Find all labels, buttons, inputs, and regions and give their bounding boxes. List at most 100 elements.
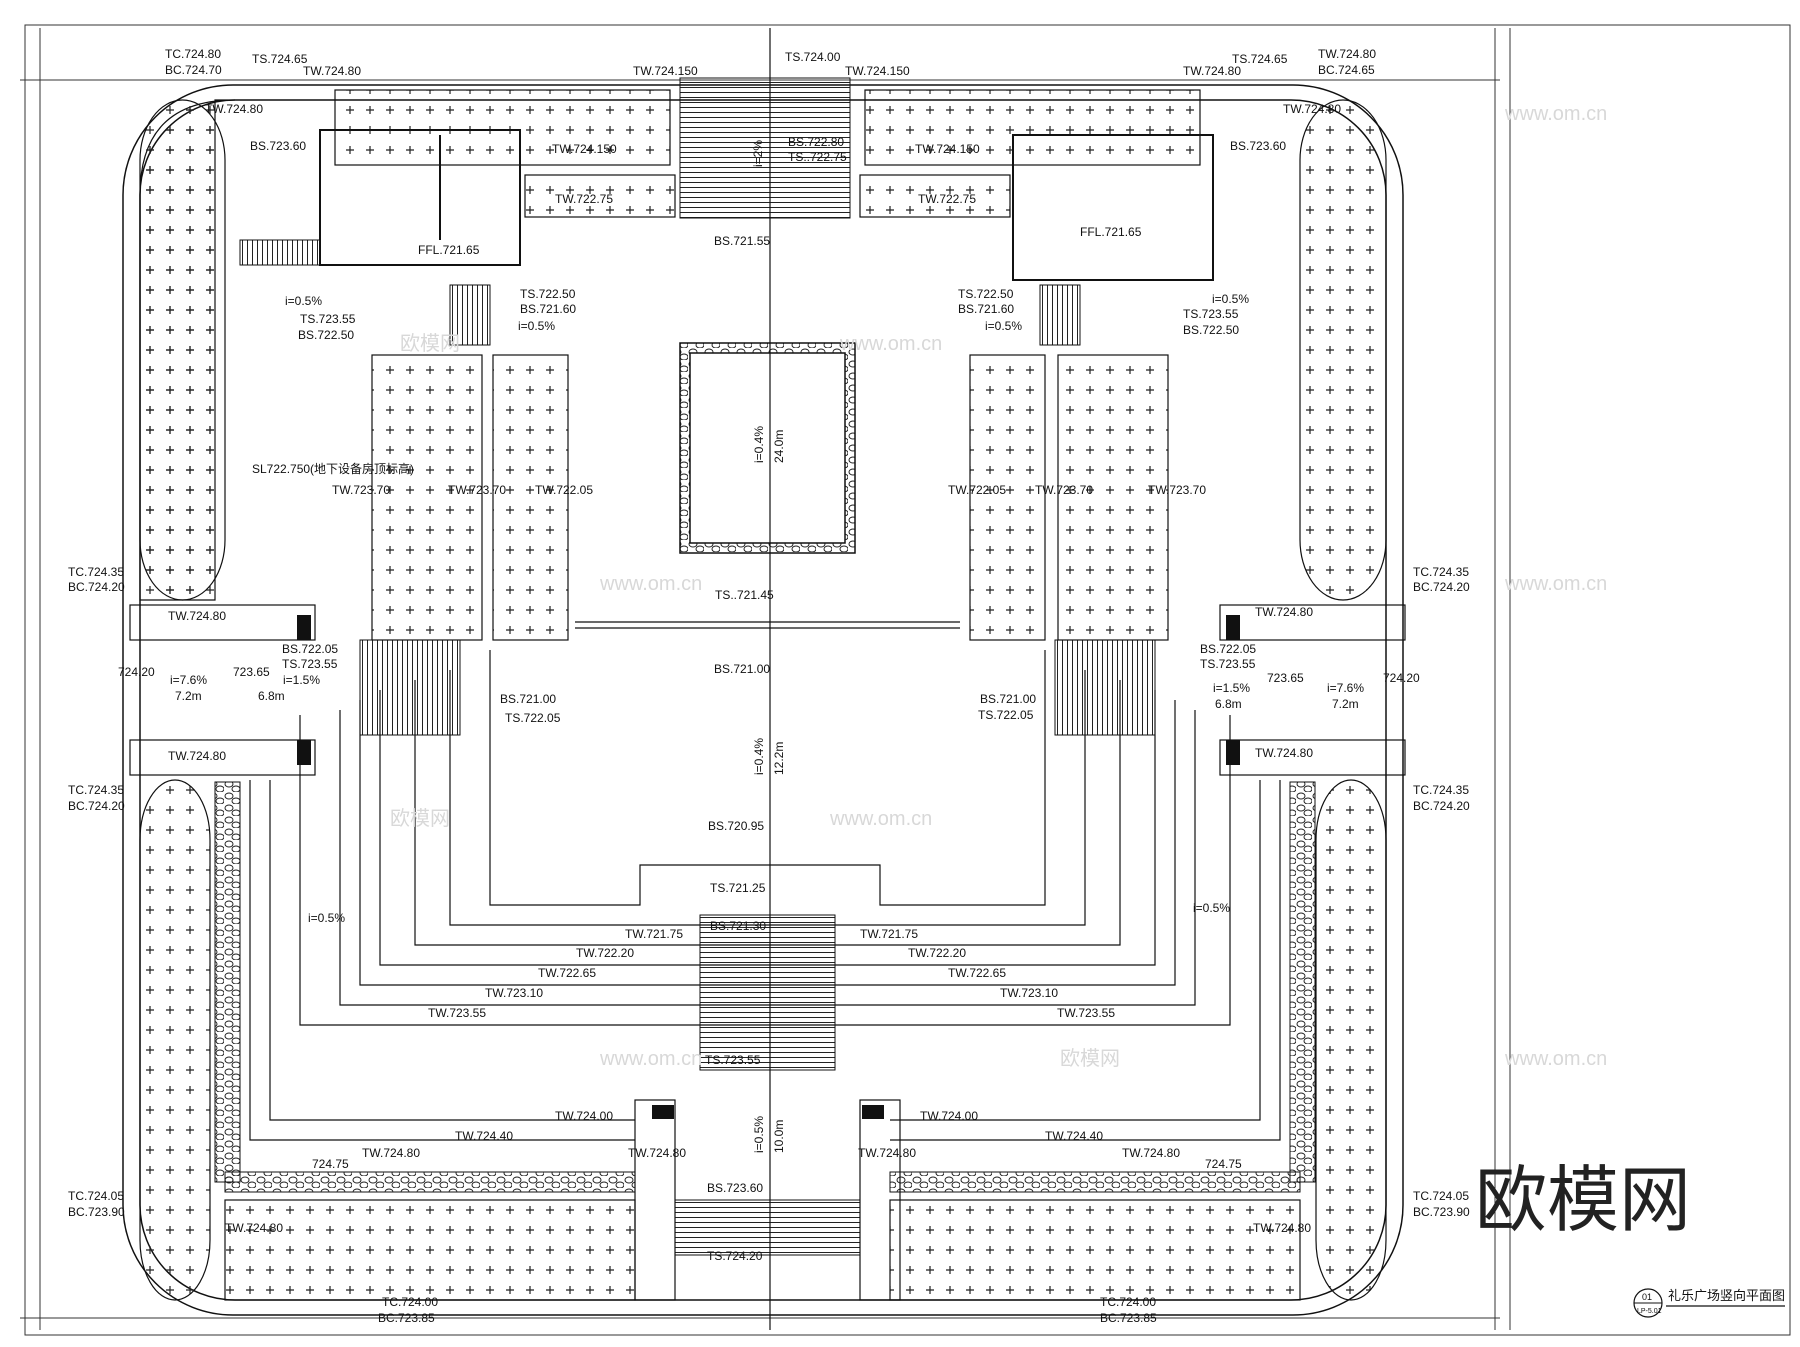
bollards: [297, 615, 1240, 1119]
elevation-label: TW.724.80: [168, 609, 226, 623]
elevation-label: BC.724.20: [1413, 580, 1470, 594]
elevation-label: BS.721.55: [714, 234, 770, 248]
elevation-label: 7.2m: [175, 689, 202, 703]
elevation-label: TC.724.05: [68, 1189, 124, 1203]
elevation-label: TW.724.80: [205, 102, 263, 116]
elevation-label: TW.724.00: [920, 1109, 978, 1123]
elevation-label: i=0.5%: [518, 319, 555, 333]
elevation-label: BS.723.60: [250, 139, 306, 153]
elevation-label: TS.722.50: [520, 287, 576, 301]
elevation-label: TS.721.25: [710, 881, 766, 895]
elevation-label: TS.723.55: [1183, 307, 1239, 321]
elevation-label: TW.723.55: [428, 1006, 486, 1020]
elevation-label: TW.724.80: [1122, 1146, 1180, 1160]
elevation-label: TW.723.70: [1035, 483, 1093, 497]
elevation-label: BS.720.95: [708, 819, 764, 833]
elevation-label: TS.724.00: [785, 50, 841, 64]
elevation-label: TS.722.05: [978, 708, 1034, 722]
elevation-label: i=7.6%: [170, 673, 207, 687]
elevation-label: TW.722.05: [948, 483, 1006, 497]
elevation-label: BS.721.60: [958, 302, 1014, 316]
elevation-label: BC.724.65: [1318, 63, 1375, 77]
elevation-label: TW.723.10: [485, 986, 543, 1000]
elevation-label: TS.722.50: [958, 287, 1014, 301]
elevation-label: FFL.721.65: [418, 243, 480, 257]
elevation-label: TW.724.80: [1283, 102, 1341, 116]
elevation-label: 欧模网: [400, 332, 460, 355]
elevation-label: TW.724.80: [303, 64, 361, 78]
elevation-label: BS.723.60: [707, 1181, 763, 1195]
elevation-label: BS.721.00: [500, 692, 556, 706]
elevation-label: TS..722.75: [788, 150, 847, 164]
elevation-label: TW.724.150: [633, 64, 698, 78]
elevation-label: BC.724.70: [165, 63, 222, 77]
elevation-label: BC.723.90: [68, 1205, 125, 1219]
elevation-label: TS.723.55: [705, 1053, 761, 1067]
elevation-label: 欧模网: [390, 807, 450, 830]
elevation-label: TW.724.00: [555, 1109, 613, 1123]
elevation-label: TW.721.75: [625, 927, 683, 941]
stairs: [239, 77, 1156, 1256]
elevation-label: BS.721.00: [980, 692, 1036, 706]
elevation-label: TW.724.80: [1183, 64, 1241, 78]
elevation-label: BC.724.20: [68, 580, 125, 594]
elevation-label: 24.0m: [772, 430, 786, 463]
central-court: [679, 342, 856, 554]
elevation-label: 6.8m: [258, 689, 285, 703]
elevation-label: BS.722.80: [788, 135, 844, 149]
elevation-label: TW.722.65: [538, 966, 596, 980]
elevation-label: TW.724.80: [628, 1146, 686, 1160]
brand-logo: 欧模网: [1475, 1158, 1691, 1242]
pavilions: [319, 129, 1214, 281]
elevation-label: 724.75: [312, 1157, 349, 1171]
elevation-label: i=0.5%: [1212, 292, 1249, 306]
elevation-label: TW.724.80: [225, 1221, 283, 1235]
elevation-label: BS.722.50: [1183, 323, 1239, 337]
elevation-label: TW.723.70: [1148, 483, 1206, 497]
elevation-label: TW.722.65: [948, 966, 1006, 980]
elevation-label: TW.724.150: [915, 142, 980, 156]
elevation-label: TC.724.35: [68, 783, 124, 797]
elevation-label: LP-5.01: [1637, 1308, 1662, 1315]
elevation-label: i=2%: [751, 140, 765, 167]
elevation-label: BS.722.50: [298, 328, 354, 342]
elevation-label: 724.20: [1383, 671, 1420, 685]
drawing-title-block: 01 LP-5.01 礼乐广场竖向平面图: [1633, 1288, 1785, 1318]
side-walkways: [129, 604, 1406, 1301]
elevation-label: TW.724.80: [1318, 47, 1376, 61]
elevation-label: 723.65: [1267, 671, 1304, 685]
elevation-label: TC.724.35: [68, 565, 124, 579]
elevation-label: TW.724.80: [1255, 605, 1313, 619]
elevation-label: TW.723.55: [1057, 1006, 1115, 1020]
elevation-label: TW.724.80: [1253, 1221, 1311, 1235]
elevation-label: TW.723.10: [1000, 986, 1058, 1000]
elevation-label: i=0.5%: [985, 319, 1022, 333]
elevation-label: BS.721.60: [520, 302, 576, 316]
watermarks: www.om.cn www.om.cn www.om.cn www.om.cn …: [390, 103, 1607, 1070]
elevation-label: BC.723.85: [378, 1311, 435, 1325]
elevation-label: 724.75: [1205, 1157, 1242, 1171]
elevation-label: i=1.5%: [283, 673, 320, 687]
elevation-label: TC.724.80: [165, 47, 221, 61]
planting-beds: [139, 89, 1387, 1301]
elevation-label: i=0.4%: [752, 738, 766, 775]
elevation-label: www.om.cn: [829, 808, 932, 830]
elevation-label: TC.724.35: [1413, 783, 1469, 797]
elevation-label: TW.723.70: [448, 483, 506, 497]
elevation-label: TW.722.75: [555, 192, 613, 206]
elevation-label: TW.724.80: [858, 1146, 916, 1160]
elevation-label: TS.724.20: [707, 1249, 763, 1263]
elevation-label: www.om.cn: [599, 1048, 702, 1070]
elevation-label: TW.722.05: [535, 483, 593, 497]
elevation-label: BS.722.05: [282, 642, 338, 656]
elevation-label: BC.724.20: [68, 799, 125, 813]
elevation-label: TW.724.80: [362, 1146, 420, 1160]
elevation-label: TC.724.00: [1100, 1295, 1156, 1309]
elevation-label: TC.724.00: [382, 1295, 438, 1309]
elevation-label: www.om.cn: [1504, 1048, 1607, 1070]
elevation-label: BC.723.85: [1100, 1311, 1157, 1325]
elevation-labels: TC.724.80 BC.724.70 TS.724.65 TW.724.80 …: [68, 47, 1470, 1325]
elevation-label: i=1.5%: [1213, 681, 1250, 695]
elevation-label: TW.724.150: [552, 142, 617, 156]
elevation-label: 7.2m: [1332, 697, 1359, 711]
